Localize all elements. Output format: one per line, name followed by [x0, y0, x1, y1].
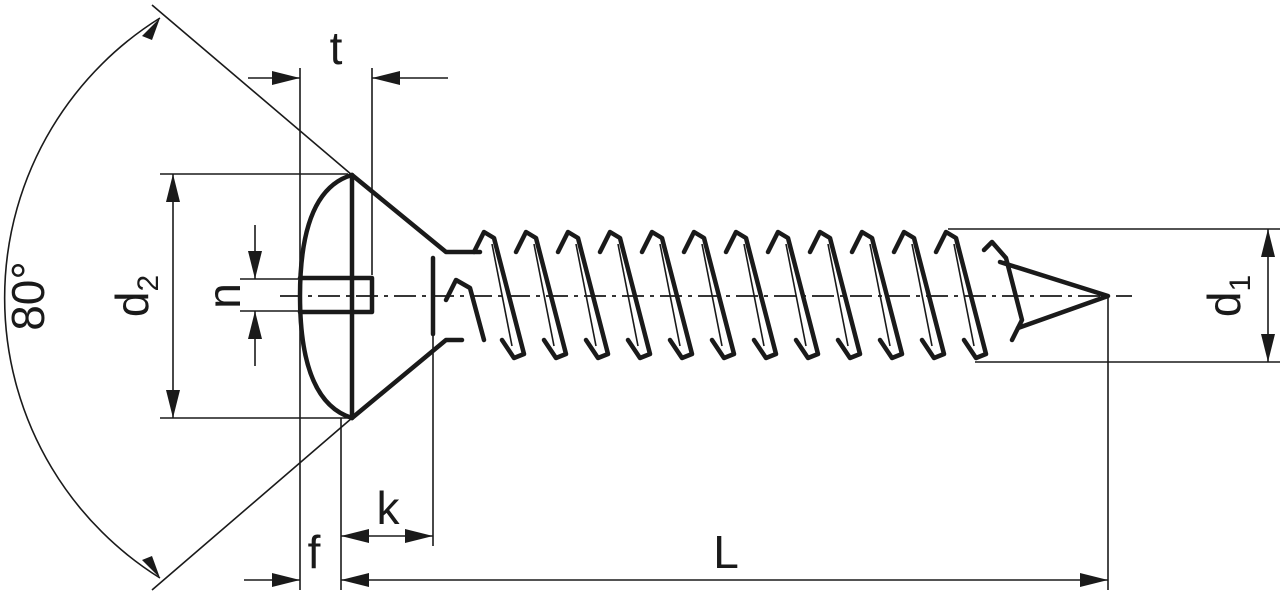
d1-label-sub: 1: [1224, 275, 1257, 292]
t-label: t: [330, 22, 343, 74]
thread-turn: [443, 277, 487, 343]
svg-text:d1: d1: [1198, 275, 1257, 317]
d2-label: d2: [106, 275, 165, 317]
angle-label: 80°: [2, 261, 54, 331]
thread-flank: [575, 243, 597, 347]
L-label: L: [713, 526, 739, 578]
thread-flank: [617, 243, 639, 347]
thread-flank: [785, 243, 807, 347]
thread-flank: [827, 243, 849, 347]
k-label: k: [377, 482, 401, 534]
thread-flank: [491, 243, 513, 347]
thread-turn: [981, 239, 1025, 343]
d2-label-sub: 2: [132, 275, 165, 292]
thread-flank: [869, 243, 891, 347]
d1-label-main: d: [1198, 292, 1250, 318]
f-label: f: [308, 526, 321, 578]
thread-turn: [723, 229, 779, 361]
thread-flank: [911, 243, 933, 347]
dimension-lines: [3, 17, 1275, 587]
d1-label: d1: [1198, 275, 1257, 317]
d2-label-main: d: [106, 292, 158, 318]
labels: 80° t n d2 d1 k f L: [2, 22, 1257, 578]
thread-turn: [807, 229, 863, 361]
n-label: n: [198, 283, 250, 309]
thread-flank: [701, 243, 723, 347]
thread-turn: [849, 229, 905, 361]
countersink: [349, 172, 483, 255]
extension-lines: [151, 4, 1280, 591]
thread-flank: [743, 243, 765, 347]
thread-flank: [533, 243, 555, 347]
thread-flank: [953, 243, 975, 347]
svg-text:d2: d2: [106, 275, 165, 317]
slot: [297, 275, 375, 315]
thread-group: [443, 229, 1025, 361]
thread-turn: [933, 229, 989, 361]
thread-flank: [659, 243, 681, 347]
